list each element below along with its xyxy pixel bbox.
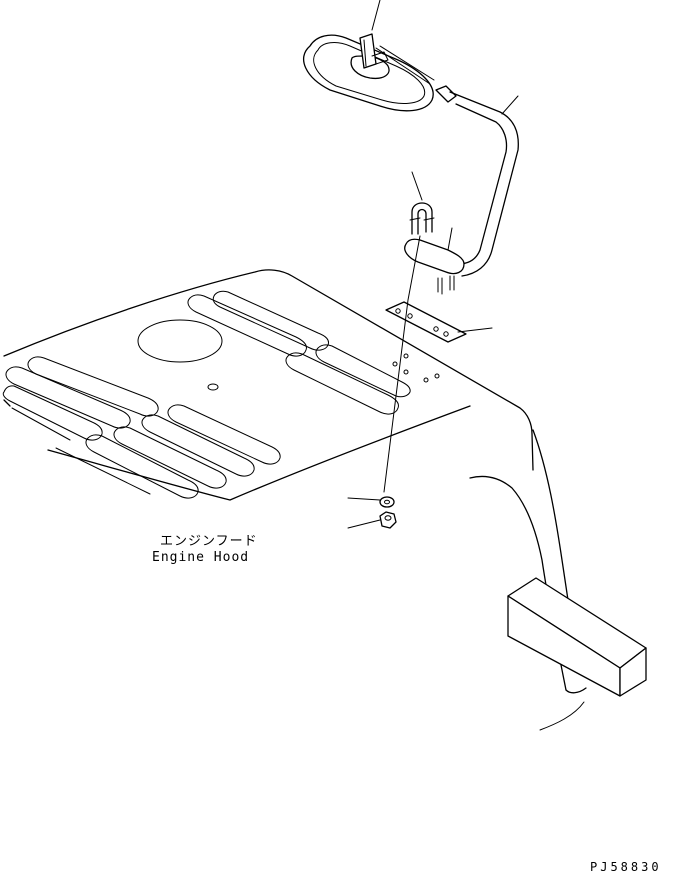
engine-hood-label-jp: エンジンフード — [160, 534, 258, 549]
washer — [379, 496, 395, 508]
leader-lines — [347, 0, 585, 731]
bracket-plate — [385, 301, 467, 343]
hood-mounting-holes — [392, 353, 440, 383]
drawing-code: PJ58830 — [590, 860, 662, 874]
engine-hood — [2, 269, 587, 694]
hood-small-hole — [207, 383, 219, 391]
assembly-line — [383, 235, 421, 493]
hood-round-opening — [137, 319, 223, 363]
mirror-stay — [404, 85, 519, 295]
rear-block — [507, 577, 647, 697]
u-bolt — [409, 202, 435, 235]
engine-hood-label-en: Engine Hood — [152, 550, 250, 565]
hood-vent-slots — [2, 290, 411, 499]
nut — [379, 511, 397, 529]
mirror — [302, 33, 435, 112]
